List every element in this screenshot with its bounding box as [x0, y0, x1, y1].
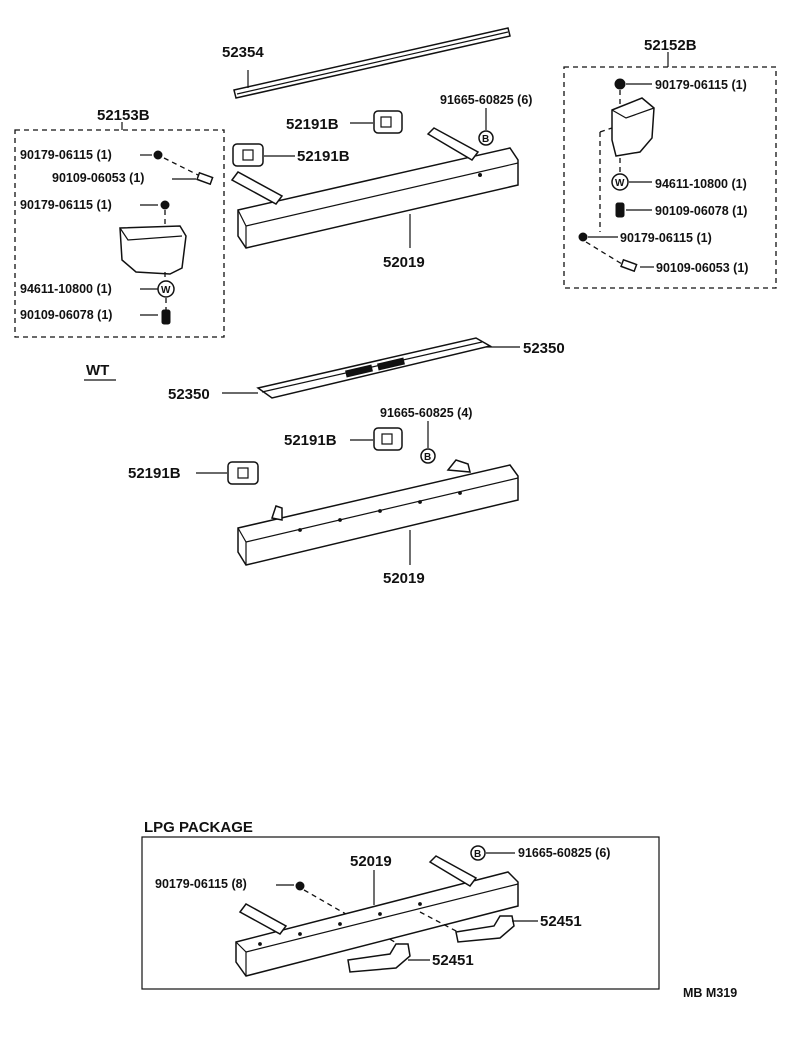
lpg-nut: [295, 881, 305, 891]
footer-code: MB M319: [683, 986, 737, 1000]
rubber-strip-label: 52354: [222, 44, 264, 61]
left-item-5: 90109-06078 (1): [20, 308, 112, 322]
lpg-bolt-label: 91665-60825 (6): [518, 846, 610, 860]
wt-step-right-label: 52350: [523, 340, 565, 357]
lpg-bracket-right-label: 52451: [540, 913, 582, 930]
left-item-4: 94611-10800 (1): [20, 282, 112, 296]
right-item-1: 90179-06115 (1): [655, 78, 747, 92]
wt-step-plate: [256, 337, 493, 399]
right-bolt-1: [615, 202, 625, 218]
right-assembly-title: 52152B: [644, 37, 697, 54]
rubber-strip: [233, 27, 511, 99]
upper-bolt-symbol: B: [478, 130, 494, 146]
left-assembly-title: 52153B: [97, 107, 150, 124]
svg-text:B: B: [474, 849, 481, 860]
right-item-5: 90109-06053 (1): [656, 261, 748, 275]
wt-bolt-symbol: B: [420, 448, 436, 464]
left-end-cap: [119, 225, 187, 275]
right-bolt-2: [620, 258, 638, 273]
upper-bumper-cap-front: [232, 143, 264, 167]
wt-cap-front: [227, 461, 259, 485]
wt-bumper-bar: [237, 459, 519, 566]
upper-bumper-bar: [230, 127, 519, 249]
lpg-heading: LPG PACKAGE: [144, 819, 253, 836]
right-item-2: 94611-10800 (1): [655, 177, 747, 191]
upper-cap-front-label: 52191B: [297, 148, 350, 165]
lpg-nut-label: 90179-06115 (8): [155, 877, 247, 891]
left-item-3: 90179-06115 (1): [20, 198, 112, 212]
wt-cap-front-label: 52191B: [128, 465, 181, 482]
left-nut-2: [160, 200, 170, 210]
right-washer: W: [611, 173, 629, 191]
upper-bolt-label: 91665-60825 (6): [440, 93, 532, 107]
lpg-bolt-symbol: B: [470, 845, 486, 861]
lpg-bumper-bar: [235, 855, 519, 977]
wt-step-left-label: 52350: [168, 386, 210, 403]
svg-text:W: W: [161, 285, 171, 296]
left-item-1: 90179-06115 (1): [20, 148, 112, 162]
lpg-bar-label: 52019: [350, 853, 392, 870]
right-item-3: 90109-06078 (1): [655, 204, 747, 218]
left-bolt-1: [196, 171, 214, 186]
wt-bar-label: 52019: [383, 570, 425, 587]
upper-bar-label: 52019: [383, 254, 425, 271]
right-item-4: 90179-06115 (1): [620, 231, 712, 245]
wt-heading: WT: [86, 362, 109, 379]
left-nut-1: [153, 150, 163, 160]
left-washer: W: [157, 280, 175, 298]
wt-cap-rear-label: 52191B: [284, 432, 337, 449]
right-nut-1: [614, 78, 626, 90]
upper-cap-rear-label: 52191B: [286, 116, 339, 133]
svg-text:W: W: [615, 178, 625, 189]
svg-text:B: B: [424, 452, 431, 463]
right-nut-2: [578, 232, 588, 242]
wt-bolt-label: 91665-60825 (4): [380, 406, 472, 420]
lpg-bracket-left: [347, 943, 411, 973]
lpg-bracket-left-label: 52451: [432, 952, 474, 969]
left-item-2: 90109-06053 (1): [52, 171, 144, 185]
upper-bumper-cap-rear: [373, 110, 403, 134]
svg-text:B: B: [482, 134, 489, 145]
wt-cap-rear: [373, 427, 403, 451]
lpg-box: [141, 836, 660, 990]
right-end-cap: [611, 97, 655, 157]
left-bolt-2: [161, 309, 171, 325]
